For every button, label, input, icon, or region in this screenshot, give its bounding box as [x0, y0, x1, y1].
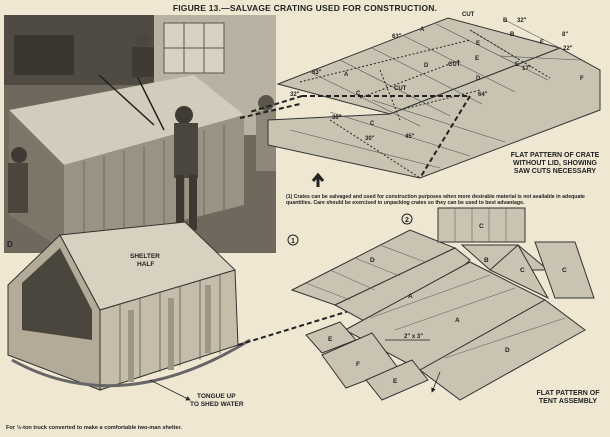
tent-caption-line2: TENT ASSEMBLY: [538, 398, 598, 405]
crate-letter-e1: E: [476, 41, 480, 47]
step-1-label: 1: [291, 238, 295, 245]
flat-pattern-caption-line1: FLAT PATTERN OF CRATE: [510, 152, 600, 159]
crate-letter-f2: F: [580, 76, 584, 82]
tent-letter-b1: B: [484, 257, 489, 264]
dim-cut-low: CUT: [394, 86, 407, 92]
crate-letter-a1: A: [420, 27, 425, 33]
step-2-label: 2: [405, 217, 409, 224]
tent-letter-e2: E: [393, 378, 398, 385]
crate-letter-c1: C: [356, 91, 361, 97]
flat-pattern-caption-line3: SAW CUTS NECESSARY: [513, 168, 597, 175]
dim-32-top: 32": [517, 18, 527, 24]
dim-30a: 30": [332, 115, 342, 121]
tent-letter-d2: D: [505, 347, 510, 354]
crate-letter-c2: C: [370, 121, 375, 127]
tent-caption-line1: FLAT PATTERN OF: [536, 390, 600, 397]
crate-photograph: D: [4, 15, 276, 253]
tent-assembly-caption: FLAT PATTERN OF TENT ASSEMBLY: [528, 390, 608, 406]
tongue-label-line1: TONGUE UP: [197, 393, 236, 400]
crate-letter-b2: B: [510, 32, 515, 38]
dim-8: 8": [562, 32, 568, 38]
crate-letter-f1: F: [540, 40, 544, 46]
tent-dim-2x3: 2" x 3": [404, 334, 423, 340]
dim-22: 22": [563, 46, 573, 52]
dim-17: 17": [522, 66, 532, 72]
tent-letter-c3: C: [562, 267, 567, 274]
dim-30b: 30": [365, 136, 375, 142]
connector-dash-1: [239, 103, 301, 119]
photo-illustration: D: [4, 15, 276, 253]
crate-letter-d1: D: [424, 63, 429, 69]
photo-corner-letter: D: [7, 240, 13, 249]
shelter-label-line1: SHELTER: [130, 253, 160, 260]
dim-cut-mid: CUT: [448, 62, 461, 68]
tongue-label-line2: TO SHED WATER: [190, 401, 244, 408]
tent-letter-a1: A: [408, 293, 413, 300]
dim-64: 64": [478, 92, 488, 98]
figure-title: FIGURE 13.—SALVAGE CRATING USED FOR CONS…: [172, 3, 438, 13]
crate-letter-a2: A: [344, 72, 349, 78]
flat-pattern-caption: FLAT PATTERN OF CRATE WITHOUT LID, SHOWI…: [500, 152, 610, 176]
dim-63b: 63": [312, 70, 322, 76]
footer-caption: For ½-ton truck converted to make a comf…: [6, 425, 182, 431]
step-marker-1: 1: [287, 234, 299, 246]
tent-letter-d1: D: [370, 257, 375, 264]
crate-letter-d2: D: [476, 76, 481, 82]
flat-pattern-caption-line2: WITHOUT LID, SHOWING: [513, 160, 597, 167]
note-paragraph: (1) Crates can be salvaged and used for …: [286, 194, 585, 207]
tent-letter-c1: C: [479, 223, 484, 230]
tent-letter-c2: C: [520, 267, 525, 274]
tent-letter-f1: F: [356, 361, 360, 368]
dim-63a: 63": [392, 34, 402, 40]
shelter-illustration: SHELTER HALF TONGUE UP TO SHED WATER: [7, 221, 251, 408]
tent-flat-pattern: D A A D C B C C E F E 2" x 3": [290, 207, 595, 401]
step-marker-2: 2: [401, 213, 413, 225]
crate-letter-b1: B: [503, 18, 508, 24]
up-arrow-icon: [311, 172, 325, 187]
dim-cut-top: CUT: [462, 12, 475, 18]
crate-flat-pattern: A A B B C C D D E E E F F CUT 32" 8" 22"…: [249, 12, 601, 187]
crate-letter-e2: E: [515, 62, 519, 68]
dim-45: 45": [405, 134, 415, 140]
shelter-label-line2: HALF: [137, 261, 154, 268]
tent-letter-e1: E: [328, 336, 333, 343]
tent-letter-a2: A: [455, 317, 460, 324]
dim-32-left: 32": [290, 92, 300, 98]
crate-letter-e3: E: [475, 56, 479, 62]
